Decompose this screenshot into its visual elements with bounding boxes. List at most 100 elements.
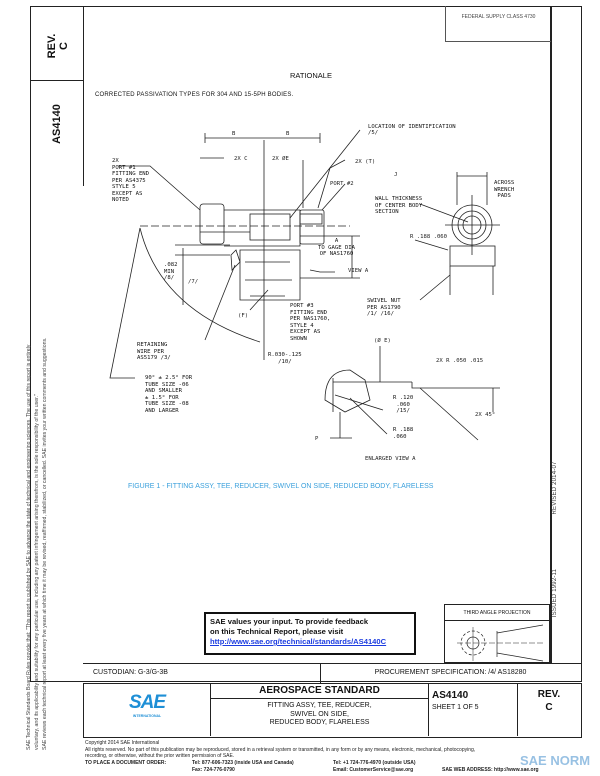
label-line: R .120 xyxy=(393,395,414,401)
dim-2x-e: 2X ØE xyxy=(272,155,289,162)
label-line: SHOWN xyxy=(290,335,307,342)
label-across-pads: ACROSS WRENCH PADS xyxy=(494,180,514,200)
label-line: OF CENTER BODY xyxy=(375,202,423,209)
label-line: ACROSS xyxy=(494,180,515,186)
third-angle-projection: THIRD ANGLE PROJECTION xyxy=(444,604,550,663)
label-line: .082 xyxy=(164,262,178,268)
label-line: PER NAS1760, xyxy=(290,316,331,322)
doc-number: AS4140 xyxy=(432,690,469,701)
label-angle-note: 90° ± 2.5° FOR TUBE SIZE -06 AND SMALLER… xyxy=(145,375,192,414)
label-line: PORT #3 xyxy=(290,303,314,309)
copyright: Copyright 2014 SAE International xyxy=(85,740,160,746)
label-line: WRENCH xyxy=(494,186,515,193)
label-p: P xyxy=(315,436,319,442)
label-line: /8/ xyxy=(164,275,175,281)
dim-b-right: B xyxy=(286,131,290,137)
label-swivel-nut: SWIVEL NUT PER AS1790 /1/ /16/ xyxy=(367,298,401,318)
sae-logo: SAE INTERNATIONAL xyxy=(84,684,211,736)
label-line: .060 xyxy=(393,433,407,440)
label-orp: .082 MIN /8/ xyxy=(164,262,177,282)
right-strip-line xyxy=(550,6,552,663)
custodian-row: CUSTODIAN: G-3/G-3B PROCUREMENT SPECIFIC… xyxy=(83,663,582,684)
tel-usa: Tel: 877-606-7323 (inside USA and Canada… xyxy=(192,759,294,766)
projection-title: THIRD ANGLE PROJECTION xyxy=(445,605,549,621)
label-location-id: LOCATION OF IDENTIFICATION /5/ xyxy=(368,124,456,136)
aerospace-standard-heading: AEROSPACE STANDARD xyxy=(211,684,428,699)
label-line: PER AS4375 xyxy=(112,177,146,184)
label-line: OF NAS1760 xyxy=(319,251,354,257)
title-line: REDUCED BODY, FLARELESS xyxy=(269,719,370,726)
label-wall-thickness: WALL THICKNESS OF CENTER BODY SECTION xyxy=(375,196,422,216)
watermark: SAE NORM xyxy=(520,753,591,768)
dim-b-left: B xyxy=(232,131,236,137)
web-address[interactable]: SAE WEB ADDRESS: http://www.sae.org xyxy=(442,766,539,773)
label-line: WALL THICKNESS xyxy=(375,196,423,202)
title-rev-label: REV. xyxy=(537,689,561,700)
title-rev-value: C xyxy=(545,702,553,713)
label-line: FITTING END xyxy=(290,309,328,316)
label-line: TO GAGE DIA xyxy=(318,244,356,251)
email[interactable]: Email: CustomerService@sae.org xyxy=(333,766,414,773)
label-line: TUBE SIZE -08 xyxy=(145,401,189,407)
label-enlarged-view: ENLARGED VIEW A xyxy=(365,456,416,462)
doc-number-cell: AS4140 SHEET 1 OF 5 xyxy=(428,684,518,736)
label-line: SWIVEL NUT xyxy=(367,298,401,304)
fax: Fax: 724-776-0790 xyxy=(192,766,235,773)
label-view-a: VIEW A xyxy=(348,268,369,274)
label-f: (F) xyxy=(238,313,248,319)
label-line: STYLE 4 xyxy=(290,322,314,329)
feedback-line2: on this Technical Report, please visit xyxy=(210,627,344,636)
label-line: RETAINING xyxy=(137,342,168,348)
federal-supply-class: FEDERAL SUPPLY CLASS 4730 xyxy=(445,6,551,42)
drawing-frame xyxy=(30,6,582,682)
label-line: 90° ± 2.5° FOR xyxy=(145,375,193,381)
logo-text: SAE xyxy=(128,692,166,713)
label-line: EXCEPT AS xyxy=(112,190,143,197)
custodian: CUSTODIAN: G-3/G-3B xyxy=(83,664,321,684)
label-line: PORT #1 xyxy=(112,164,136,171)
tel-intl: Tel: +1 724-776-4970 (outside USA) xyxy=(333,759,416,766)
title-line: SWIVEL ON SIDE, xyxy=(290,710,349,718)
label-retaining-wire: RETAINING WIRE PER AS5179 /3/ xyxy=(137,342,171,362)
rationale-title: RATIONALE xyxy=(290,71,332,80)
label-line: PER AS1790 xyxy=(367,304,401,311)
dim-2x-c: 2X C xyxy=(234,156,247,162)
label-r-030: R.030-.125 /10/ xyxy=(268,352,302,365)
label-line: MIN xyxy=(164,268,175,275)
label-line: R.030-.125 xyxy=(268,352,302,358)
label-2x-r: 2X R .050 .015 xyxy=(436,358,483,364)
label-line: ± 1.5° FOR xyxy=(145,394,179,401)
feedback-link[interactable]: http://www.sae.org/technical/standards/A… xyxy=(210,637,387,646)
document-title: FITTING ASSY, TEE, REDUCER, SWIVEL ON SI… xyxy=(211,700,428,728)
label-line: AND LARGER xyxy=(145,407,179,414)
rationale-text: CORRECTED PASSIVATION TYPES FOR 304 AND … xyxy=(95,92,294,98)
label-line: PADS xyxy=(497,193,511,199)
label-line: WIRE PER xyxy=(137,348,164,355)
label-line: FITTING END xyxy=(112,171,150,177)
order-label: TO PLACE A DOCUMENT ORDER: xyxy=(85,759,167,766)
rev-box: REV. C xyxy=(30,6,84,81)
rights2: recording, or otherwise, without the pri… xyxy=(85,753,235,759)
figure-caption: FIGURE 1 - FITTING ASSY, TEE, REDUCER, S… xyxy=(128,483,434,490)
label-line: /10/ xyxy=(278,358,292,365)
label-line: .060 xyxy=(396,401,410,408)
label-port2: PORT #2 xyxy=(330,181,354,187)
label-line: SECTION xyxy=(375,209,399,215)
sheet-number: SHEET 1 OF 5 xyxy=(432,704,479,711)
title-block: SAE INTERNATIONAL AEROSPACE STANDARD FIT… xyxy=(83,683,582,738)
label-line: AND SMALLER xyxy=(145,388,183,394)
feedback-line1: SAE values your input. To provide feedba… xyxy=(210,617,369,626)
label-line: 2X xyxy=(112,158,119,164)
label-a-gage: A TO GAGE DIA OF NAS1760 xyxy=(318,238,355,258)
projection-symbol-icon xyxy=(457,624,545,662)
label-line: EXCEPT AS xyxy=(290,329,321,335)
label-port3: PORT #3 FITTING END PER NAS1760, STYLE 4… xyxy=(290,303,330,342)
procurement-spec: PROCUREMENT SPECIFICATION: /4/ AS18280 xyxy=(374,669,527,676)
label-port1: 2X PORT #1 FITTING END PER AS4375 STYLE … xyxy=(112,158,149,204)
label-r-188: R .188 .060 xyxy=(393,427,413,440)
label-line: AS5179 /3/ xyxy=(137,355,171,361)
logo-sub: INTERNATIONAL xyxy=(132,714,162,718)
label-phi-e: (Ø E) xyxy=(374,337,391,344)
label-line: /15/ xyxy=(396,408,410,414)
